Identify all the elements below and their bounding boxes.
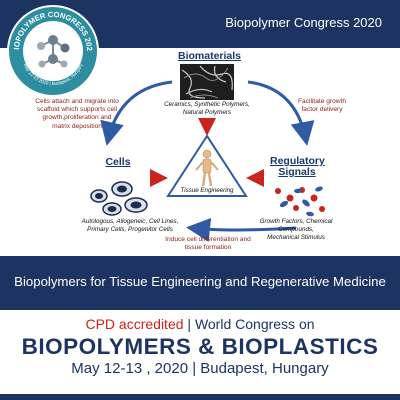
biomaterials-image bbox=[180, 64, 234, 100]
right-arrow-caption: Facilitate growth factor delivery bbox=[297, 98, 346, 114]
human-figure-icon bbox=[195, 149, 219, 187]
tissue-engineering-diagram: Biomaterials Ceramics, Synthetic Polymer… bbox=[0, 48, 400, 253]
cpd-accredited-text: CPD accredited bbox=[85, 316, 184, 332]
biomaterials-label: Biomaterials bbox=[178, 50, 242, 62]
footer-separator: | bbox=[183, 316, 195, 332]
footer-line-1: CPD accredited | World Congress on bbox=[0, 316, 400, 332]
left-arrow-caption: Cells attach and migrate into scaffold w… bbox=[35, 98, 119, 130]
signals-image bbox=[275, 186, 325, 217]
footer: CPD accredited | World Congress on BIOPO… bbox=[0, 310, 400, 400]
biomaterials-caption: Ceramics, Synthetic Polymers, Natural Po… bbox=[164, 101, 250, 116]
bottom-bar bbox=[0, 394, 400, 400]
congress-name: BIOPOLYMERS & BIOPLASTICS bbox=[21, 334, 379, 359]
banner-text: Biopolymers for Tissue Engineering and R… bbox=[14, 274, 386, 289]
diagram-graphics bbox=[90, 64, 325, 242]
header-title: Biopolymer Congress 2020 bbox=[225, 15, 382, 30]
cells-caption: Autologous, Allogeneic, Cell Lines, Prim… bbox=[81, 218, 179, 233]
molecule-icon bbox=[37, 35, 70, 68]
topic-banner: Biopolymers for Tissue Engineering and R… bbox=[0, 256, 400, 310]
curved-arrow-cells-to-biomaterials bbox=[100, 80, 173, 146]
curved-arrow-signals-to-cells bbox=[186, 217, 297, 242]
bottom-arrow-caption: Induce cell differentiation and tissue f… bbox=[165, 236, 251, 252]
regulatory-caption: Growth Factors, Chemical Compounds, Mech… bbox=[259, 218, 333, 241]
congress-logo: BIOPOLYMER CONGRESS 2020 May 12-13 2020 … bbox=[6, 4, 99, 97]
cells-label: Cells bbox=[105, 156, 131, 168]
congress-date-location: May 12-13 , 2020 | Budapest, Hungary bbox=[71, 360, 329, 377]
tissue-engineering-label: Tissue Engineering bbox=[180, 187, 234, 194]
regulatory-signals-label: Regulatory Signals bbox=[270, 155, 325, 178]
cells-image bbox=[90, 181, 148, 216]
world-congress-text: World Congress on bbox=[194, 316, 315, 332]
curved-arrow-biomaterials-to-signals bbox=[247, 80, 315, 146]
